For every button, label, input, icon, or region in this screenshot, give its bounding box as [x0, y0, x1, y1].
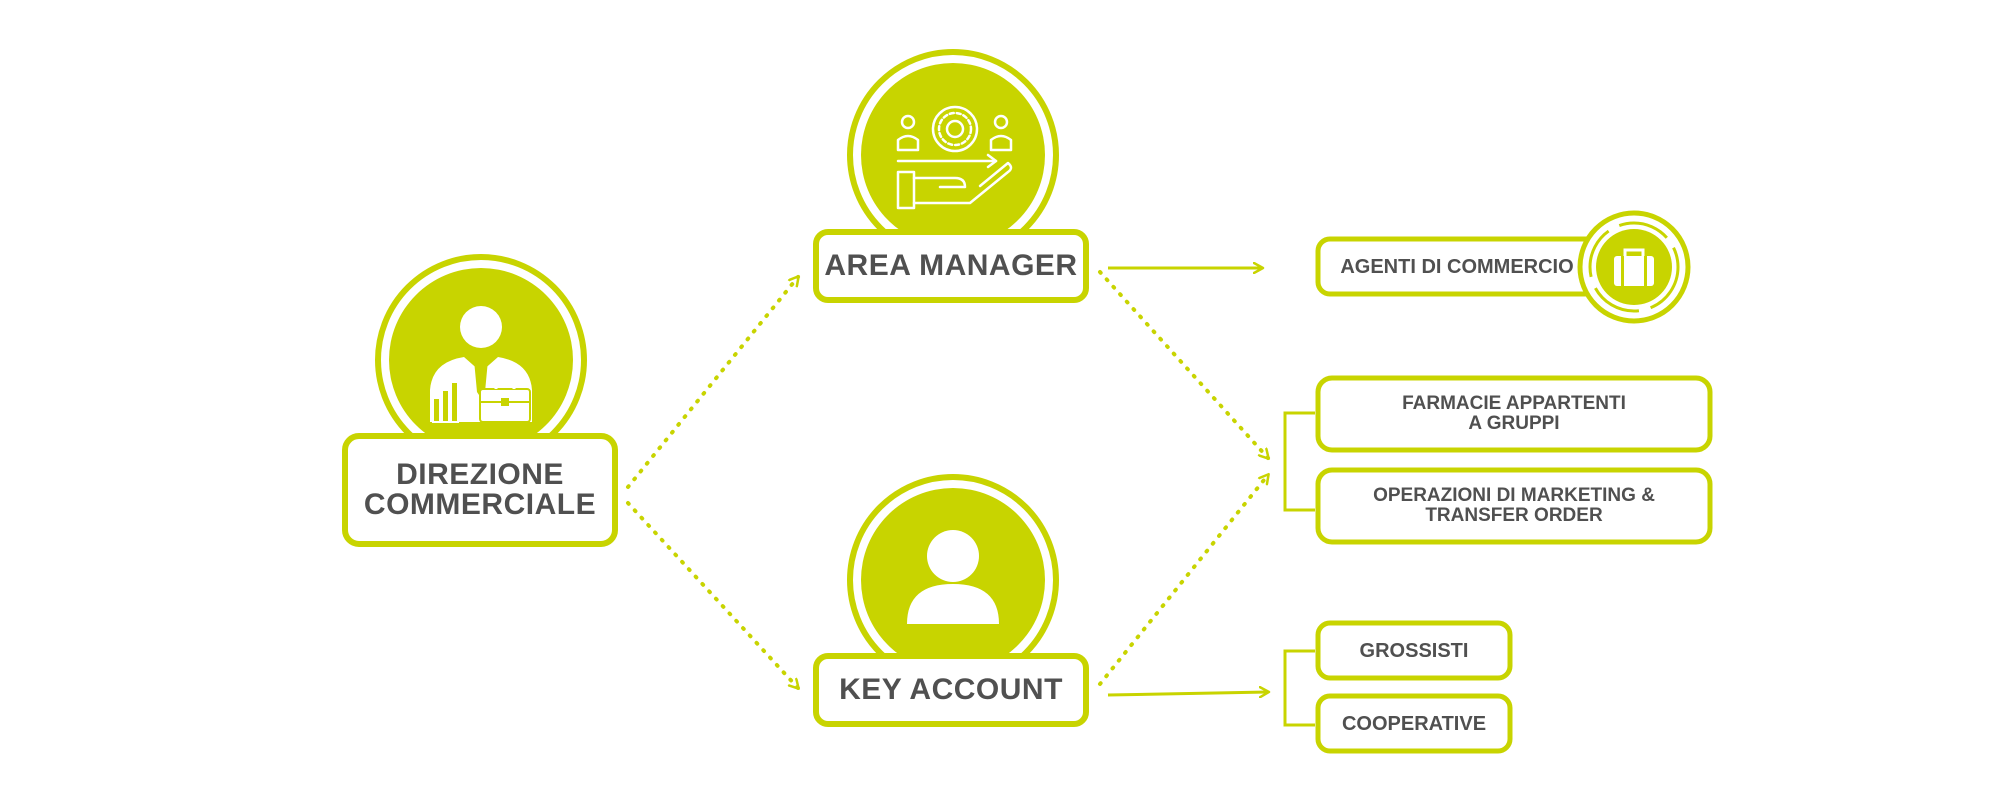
businessman-with-chart-and-briefcase-icon	[430, 306, 532, 423]
area-manager-box	[813, 229, 1089, 303]
operazioni-box	[1315, 467, 1713, 545]
area-manager-icon-disc	[861, 63, 1045, 247]
node-agenti-di-commercio	[1315, 210, 1691, 324]
connectors	[626, 268, 1315, 727]
agenti-icon-inner-ring	[1588, 221, 1680, 313]
grossisti-label: GROSSISTI	[1359, 639, 1469, 662]
direzione-commerciale-label: DIREZIONE COMMERCIALE	[348, 439, 612, 541]
connector-direzione-to-area-manager	[626, 277, 800, 489]
operazioni-label: OPERAZIONI DI MARKETING & TRANSFER ORDER	[1322, 473, 1706, 539]
key-account-box	[813, 653, 1089, 727]
connector-area-manager-to-retail-group	[1098, 270, 1270, 460]
key-account-label: KEY ACCOUNT	[839, 673, 1063, 706]
connector-key-account-to-retail-group	[1098, 475, 1270, 686]
bracket-retail-group	[1283, 411, 1315, 512]
user-icon	[907, 530, 999, 624]
direzione-line-2: COMMERCIALE	[363, 488, 597, 521]
direzione-icon-disc	[389, 268, 573, 452]
direzione-line-1: DIREZIONE	[396, 458, 564, 491]
agenti-di-commercio-label: AGENTI DI COMMERCIO	[1340, 255, 1574, 278]
grossisti-box	[1315, 620, 1513, 681]
node-direzione-commerciale	[342, 254, 618, 547]
operazioni-line-1: OPERAZIONI DI MARKETING &	[1373, 485, 1655, 507]
direzione-box	[342, 433, 618, 547]
cooperative-label: COOPERATIVE	[1341, 712, 1487, 735]
node-area-manager	[813, 49, 1089, 303]
farmacie-line-1: FARMACIE APPARTENTI	[1402, 393, 1626, 415]
farmacie-line-2: A GRUPPI	[1468, 413, 1560, 434]
team-gear-hand-icon	[896, 105, 1013, 210]
connector-key-account-to-wholesale-group	[1107, 692, 1268, 695]
node-key-account	[813, 474, 1089, 727]
briefcase-icon	[1614, 248, 1654, 286]
connector-direzione-to-key-account	[626, 501, 800, 690]
farmacie-label: FARMACIE APPARTENTI A GRUPPI	[1322, 381, 1706, 447]
area-manager-label: AREA MANAGER	[824, 249, 1078, 282]
cooperative-box	[1315, 693, 1513, 754]
bracket-wholesale-group	[1283, 649, 1315, 727]
farmacie-box	[1315, 375, 1713, 453]
operazioni-line-2: TRANSFER ORDER	[1425, 505, 1603, 526]
